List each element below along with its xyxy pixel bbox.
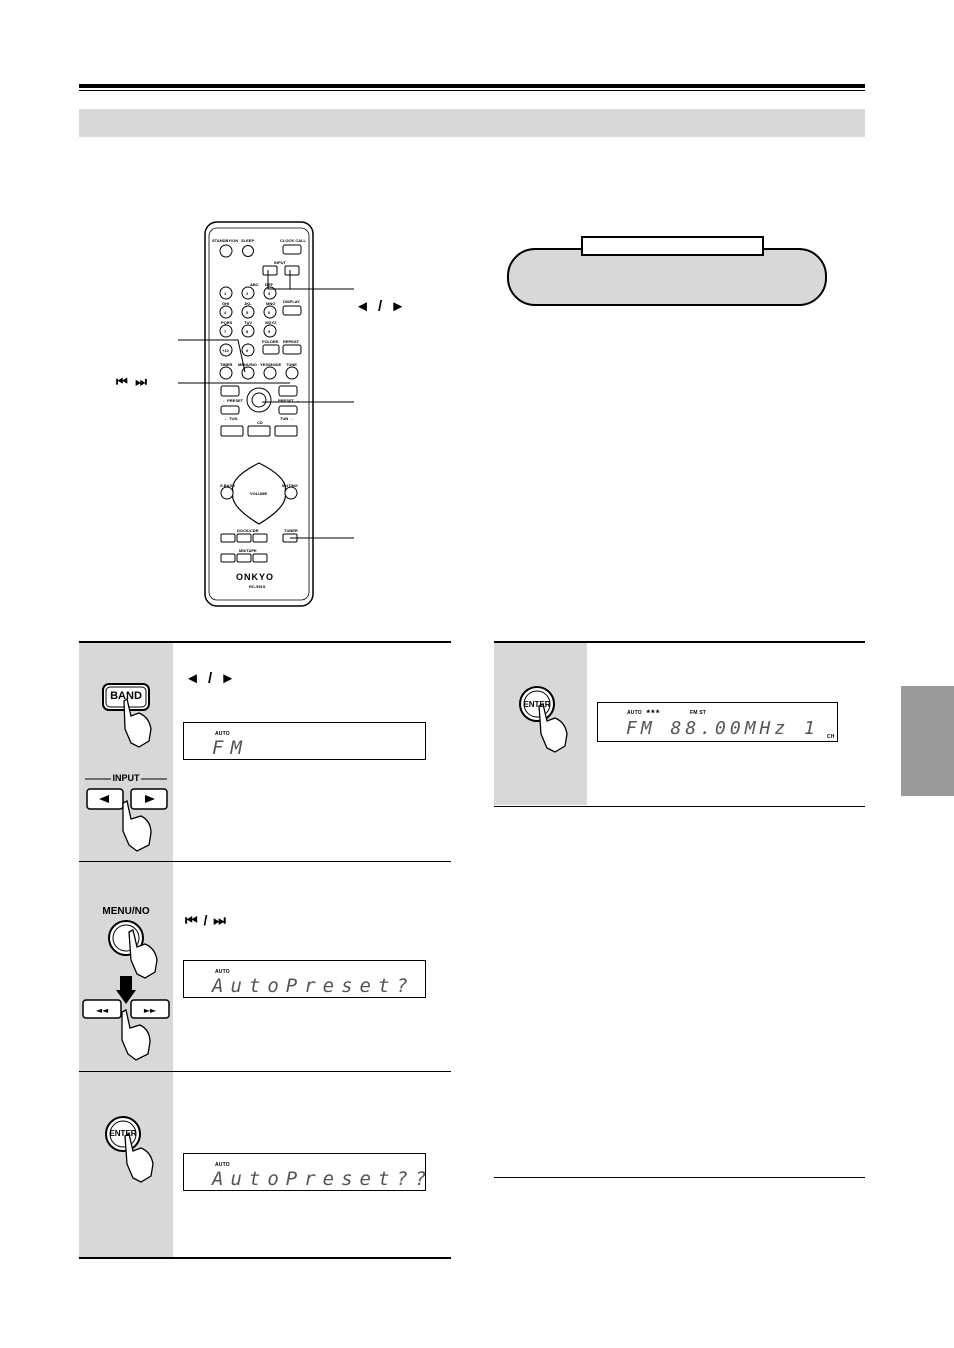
step3-enter-label: ENTER	[109, 1129, 137, 1138]
step1-band-button-label: BAND	[110, 690, 142, 702]
step3-button-illustration	[105, 1116, 154, 1183]
step4-display-auto: AUTO	[627, 710, 642, 716]
step1-display-panel: AUTO FM	[183, 722, 426, 760]
step1-display-text: FM	[212, 737, 249, 759]
remote-repeat-label: REPEAT	[283, 339, 299, 344]
remote-brand-logo: ONKYO	[236, 572, 275, 582]
remote-def-label: DEF	[265, 282, 273, 287]
remote-key-6: 6	[268, 310, 271, 315]
step4-enter-label: ENTER	[523, 700, 551, 709]
step2-skip-symbols: ⏮ / ⏭	[185, 912, 227, 928]
remote-key-2: 2	[246, 291, 249, 296]
svg-text:►►: ►►	[144, 1006, 157, 1015]
remote-tun-right-label: TUN →	[280, 416, 294, 421]
remote-pqrs-label: PQRS	[221, 320, 233, 325]
remote-wxyz-label: WXYZ	[265, 320, 277, 325]
remote-control-illustration	[204, 221, 314, 607]
step1-input-label: INPUT	[112, 773, 140, 783]
remote-folder-label: FOLDER	[262, 339, 279, 344]
step3-display-text: AutoPreset??	[212, 1168, 434, 1190]
step1-arrows: ◄ / ►	[185, 670, 238, 687]
remote-ghi-label: GHI	[222, 301, 230, 306]
step2-menu-no-label: MENU/NO	[102, 906, 150, 917]
remote-leader-lines	[178, 270, 354, 539]
remote-muting-label: MUTING	[282, 483, 298, 488]
remote-standby-label: STANDBY/ON	[212, 238, 239, 243]
step1-button-illustration	[85, 683, 168, 852]
step4-button-illustration	[519, 686, 568, 753]
svg-text:◄◄: ◄◄	[96, 1006, 109, 1015]
remote-key-9: 9	[268, 329, 271, 334]
remote-timer-label: TIMER	[220, 362, 233, 367]
step1-bottom-rule	[79, 861, 451, 862]
callout-skip-buttons: ⏮ ⏭	[116, 374, 150, 389]
right-column-end-rule	[494, 1177, 865, 1178]
remote-sleep-label: SLEEP	[241, 238, 255, 243]
remote-mno-label: MNO	[266, 301, 276, 306]
step4-display-ch: CH	[827, 734, 835, 740]
remote-yes-mode-label: YES/MODE	[260, 362, 282, 367]
step4-bottom-rule	[494, 806, 865, 807]
step4-display-text: FM 88.00MHz 1	[626, 718, 819, 739]
remote-key-8: 8	[246, 329, 249, 334]
step3-display-panel: AUTO AutoPreset??	[183, 1153, 426, 1191]
remote-tun-left-label: ← TUN	[224, 416, 238, 421]
remote-sbass-label: S.BASS	[220, 483, 235, 488]
remote-model-label: RC-591S	[249, 584, 266, 589]
remote-abc-label: ABC	[250, 282, 259, 287]
step4-display-fmst: FM ST	[690, 710, 706, 716]
step4-display-panel: AUTO ★★★ FM ST FM 88.00MHz 1 CH	[597, 702, 838, 742]
remote-preset-left-label: ← PRESET	[222, 398, 244, 403]
remote-key-5: 5	[246, 310, 249, 315]
step2-button-illustration: ◄◄ ►►	[82, 920, 170, 1061]
remote-input-label: INPUT	[274, 260, 286, 265]
remote-display-label: DISPLAY	[283, 299, 300, 304]
remote-clock-call-label: CLOCK CALL	[280, 238, 306, 243]
step-table-top-rule	[79, 641, 451, 643]
callout-input-arrows: ◄ / ►	[355, 298, 408, 315]
header-rule-thin	[79, 90, 865, 91]
remote-jkl-label: JKL	[244, 301, 252, 306]
remote-key-4: 4	[224, 310, 227, 315]
remote-key-0: 0	[246, 348, 249, 353]
step-table-bottom-rule	[79, 1257, 451, 1259]
remote-tune-label: TUNE	[286, 362, 297, 367]
step3-icon-panel	[79, 1072, 173, 1257]
remote-dock-cdr-label: DOCK/CDR	[237, 528, 259, 533]
remote-cd-label: CD	[257, 420, 263, 425]
step2-display-auto: AUTO	[215, 969, 230, 975]
remote-md-tape-label: MD/TAPE	[239, 548, 257, 553]
step1-display-auto: AUTO	[215, 731, 230, 737]
step2-bottom-rule	[79, 1071, 451, 1072]
remote-preset-right-label: PRESET →	[278, 398, 300, 403]
step3-display-auto: AUTO	[215, 1162, 230, 1168]
remote-tuv-label: TUV	[244, 320, 252, 325]
note-callout-tag	[581, 236, 764, 256]
step4-display-stars: ★★★	[646, 709, 661, 715]
remote-key-7: 7	[224, 329, 227, 334]
remote-key-3: 3	[268, 291, 271, 296]
note-callout-box	[507, 248, 827, 306]
remote-key-10: +10	[222, 348, 229, 353]
remote-menu-no-label: MENU/NO	[238, 362, 257, 367]
section-title-band	[79, 109, 865, 137]
step2-display-text: AutoPreset?	[212, 975, 415, 997]
step2-display-panel: AUTO AutoPreset?	[183, 960, 426, 998]
remote-tuner-label: TUNER	[284, 528, 298, 533]
remote-key-1: 1	[224, 291, 227, 296]
remote-volume-label: VOLUME	[250, 491, 268, 496]
step4-top-rule	[494, 641, 865, 643]
header-rule-thick	[79, 84, 865, 88]
chapter-side-tab	[901, 686, 954, 796]
